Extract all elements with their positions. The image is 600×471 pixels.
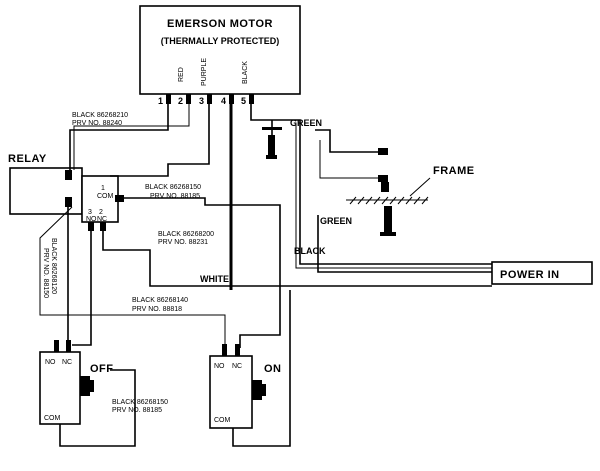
power-in: POWER IN — [491, 261, 593, 285]
on-switch-button — [260, 384, 266, 396]
motor-terminal-post — [229, 94, 234, 104]
wire-label-black-main: BLACK — [294, 246, 326, 256]
on-switch-no: NO — [214, 363, 225, 370]
relay-coil-terminal — [65, 197, 72, 207]
wire-label-green-lower: GREEN — [320, 216, 352, 226]
off-switch-body — [39, 351, 81, 425]
off-switch: NO NC COM OFF — [39, 340, 114, 425]
off-switch-button-base — [80, 376, 90, 396]
off-switch-label: OFF — [90, 363, 114, 375]
wire-label-black2: BLACK 86268150 — [145, 184, 201, 191]
power-box — [491, 261, 593, 285]
wire-label-black1: BLACK 86268210 — [72, 112, 128, 119]
wire-label-white: WHITE — [200, 274, 229, 284]
wire-label-prv3: PRV NO. 88231 — [158, 239, 208, 246]
wire-green-lower — [319, 140, 378, 179]
motor-wire-red: RED — [178, 67, 185, 82]
wire-green-power — [317, 215, 492, 273]
wire-off-com — [59, 369, 136, 447]
relay-coil-terminal — [65, 170, 72, 180]
wire-off-on-link — [39, 206, 226, 348]
wire-label-black6: BLACK 86268150 — [112, 399, 168, 406]
on-switch-button-base — [252, 380, 262, 400]
wire-motor2-relay — [73, 104, 190, 170]
wire-label-prv4: PRV NO. 88150 — [42, 248, 49, 298]
wire-relay-no-off — [72, 231, 92, 346]
on-switch-no-terminal — [222, 344, 227, 356]
wire-label-prv6: PRV NO. 88185 — [112, 407, 162, 414]
on-switch-label: ON — [264, 363, 282, 375]
motor-terminal-post — [207, 94, 212, 104]
motor-wire-black: BLACK — [242, 61, 249, 84]
relay-no-label: NO — [86, 216, 97, 223]
motor-box — [139, 5, 301, 95]
relay-nc-number: 2 — [99, 209, 103, 216]
off-switch-no-terminal — [54, 340, 59, 352]
motor-ground-screw — [262, 127, 282, 159]
wire-label-black4: BLACK 86268120 — [50, 238, 57, 294]
frame-screw — [384, 206, 392, 234]
motor-terminal-3: 3 — [199, 96, 204, 106]
relay-com-terminal — [115, 195, 124, 202]
off-switch-button — [88, 380, 94, 392]
off-switch-no: NO — [45, 359, 56, 366]
wire-label-black3: BLACK 86268200 — [158, 231, 214, 238]
off-switch-com: COM — [44, 415, 61, 422]
ground-terminals — [378, 148, 389, 192]
wire-label-black5: BLACK 86268140 — [132, 297, 188, 304]
wire-label-green-upper: GREEN — [290, 118, 322, 128]
wire-relay-com-on — [124, 197, 281, 348]
frame-label: FRAME — [433, 165, 475, 177]
frame-screw-head — [380, 232, 396, 236]
motor-wire-purple: PURPLE — [201, 58, 208, 86]
wire-motor3 — [110, 104, 210, 177]
motor-terminal-5: 5 — [241, 96, 246, 106]
on-switch: NO NC COM ON — [209, 344, 282, 429]
wire-motor5 — [250, 104, 492, 265]
motor-terminal-1: 1 — [158, 96, 163, 106]
wire-labels: BLACK 86268210 PRV NO. 88240 BLACK 86268… — [42, 112, 352, 414]
motor-subtitle: (THERMALLY PROTECTED) — [161, 36, 280, 46]
wire-label-prv2: PRV NO. 88185 — [150, 193, 200, 200]
relay-nc-terminal — [100, 222, 106, 231]
relay-com-label: COM — [97, 193, 114, 200]
on-switch-nc: NC — [232, 363, 242, 370]
frame-hatch — [349, 196, 429, 205]
wire-motor1-relay — [69, 104, 169, 170]
wires — [39, 104, 492, 447]
wire-green-upper — [315, 129, 378, 153]
off-switch-nc-terminal — [66, 340, 71, 352]
on-switch-body — [209, 355, 253, 429]
wire-label-prv5: PRV NO. 88818 — [132, 306, 182, 313]
wire-black-return — [295, 124, 492, 269]
motor-terminal-post — [186, 94, 191, 104]
motor-terminal-post — [249, 94, 254, 104]
wire-on-com — [232, 290, 291, 447]
frame: FRAME — [346, 165, 475, 236]
off-switch-nc: NC — [62, 359, 72, 366]
wire-label-prv1: PRV NO. 88240 — [72, 120, 122, 127]
motor-title: EMERSON MOTOR — [167, 18, 273, 30]
relay: RELAY 1 COM 3 NO 2 NC — [8, 153, 124, 231]
relay-com-number: 1 — [101, 185, 105, 192]
motor-terminal-2: 2 — [178, 96, 183, 106]
relay-nc-label: NC — [97, 216, 107, 223]
relay-label: RELAY — [8, 153, 47, 165]
motor-terminal-post — [166, 94, 171, 104]
relay-no-terminal — [88, 222, 94, 231]
frame-pointer — [409, 177, 431, 197]
motor: EMERSON MOTOR (THERMALLY PROTECTED) RED … — [139, 5, 301, 106]
on-switch-nc-terminal — [235, 344, 240, 356]
wire-white — [102, 231, 492, 287]
motor-terminal-4: 4 — [221, 96, 226, 106]
relay-no-number: 3 — [88, 209, 92, 216]
on-switch-com: COM — [214, 417, 231, 424]
power-label: POWER IN — [500, 269, 560, 281]
